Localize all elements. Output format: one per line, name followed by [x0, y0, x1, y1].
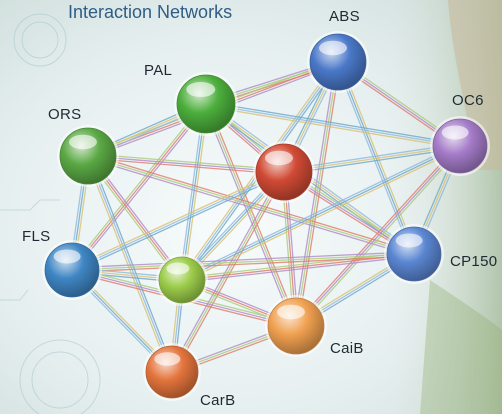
- edge-strand: [69, 101, 205, 270]
- edge-strand: [203, 104, 295, 328]
- edge-pal-fls: [69, 101, 209, 273]
- edge-strand: [72, 173, 286, 273]
- edge-strand: [182, 147, 462, 283]
- edge-strand: [71, 103, 207, 271]
- edge-strand: [204, 105, 461, 149]
- edge-strand: [73, 104, 209, 273]
- node-label-pal: PAL: [144, 62, 173, 79]
- node-ors[interactable]: [57, 125, 119, 187]
- node-pal[interactable]: [174, 72, 238, 136]
- node-label-carb: CarB: [200, 392, 236, 409]
- node-center[interactable]: [156, 254, 208, 306]
- node-highlight: [318, 40, 347, 56]
- edge-strand: [295, 145, 461, 327]
- edge-strand: [181, 145, 461, 281]
- decorative-circuit: [0, 13, 101, 414]
- node-highlight: [441, 125, 469, 140]
- node-fls[interactable]: [42, 240, 102, 300]
- node-label-oc6: OC6: [452, 92, 484, 109]
- tree-trunk: [448, 0, 502, 170]
- edge-strand: [70, 169, 284, 269]
- node-highlight: [395, 233, 423, 248]
- edge-strand: [295, 61, 339, 327]
- edge-red-fls: [70, 169, 286, 273]
- edge-cp150-fls: [71, 251, 415, 273]
- edge-strand: [87, 157, 285, 175]
- edge-strand: [207, 102, 299, 326]
- edge-strand: [71, 255, 415, 273]
- node-oc6[interactable]: [430, 116, 490, 176]
- node-label-abs: ABS: [329, 8, 360, 25]
- edge-strand: [205, 103, 461, 147]
- edge-ors-red: [87, 153, 285, 175]
- node-label-fls: FLS: [22, 228, 51, 245]
- node-label-ors: ORS: [48, 106, 82, 123]
- edge-strand: [296, 146, 463, 329]
- edge-strand: [180, 143, 460, 279]
- edge-strand: [339, 60, 417, 254]
- edge-oc6-center: [180, 143, 462, 283]
- edge-oc6-carb1: [293, 143, 463, 329]
- edge-strand: [181, 255, 415, 283]
- node-highlight: [186, 81, 216, 98]
- edge-pal-oc6: [204, 101, 462, 149]
- node-highlight: [53, 249, 81, 264]
- node-carb2[interactable]: [143, 343, 201, 401]
- edge-strand: [87, 155, 415, 255]
- edge-strand: [293, 143, 460, 326]
- edge-strand: [87, 153, 285, 171]
- edge-strand: [71, 253, 415, 271]
- diagram-title: Interaction Networks: [68, 2, 233, 22]
- edge-strand: [71, 251, 415, 269]
- edge-strand: [205, 101, 462, 145]
- edge-strand: [87, 155, 285, 173]
- edge-strand: [173, 172, 287, 374]
- node-highlight: [276, 304, 305, 320]
- node-highlight: [154, 352, 181, 366]
- node-label-cp150: CP150: [450, 253, 498, 270]
- node-label-caib: CaiB: [330, 340, 364, 357]
- edge-strand: [169, 170, 283, 372]
- edge-pal-carb1: [203, 102, 299, 328]
- edge-strand: [89, 154, 175, 372]
- foliage: [420, 280, 502, 414]
- node-highlight: [166, 262, 190, 275]
- node-highlight: [68, 134, 97, 150]
- edge-strand: [205, 103, 297, 327]
- node-cp150[interactable]: [384, 224, 444, 284]
- node-highlight: [264, 150, 293, 166]
- edge-strand: [87, 155, 173, 373]
- node-red[interactable]: [253, 141, 315, 203]
- edge-strand: [71, 171, 285, 271]
- node-carb1[interactable]: [265, 295, 327, 357]
- node-layer: [42, 31, 490, 401]
- node-abs[interactable]: [307, 31, 369, 93]
